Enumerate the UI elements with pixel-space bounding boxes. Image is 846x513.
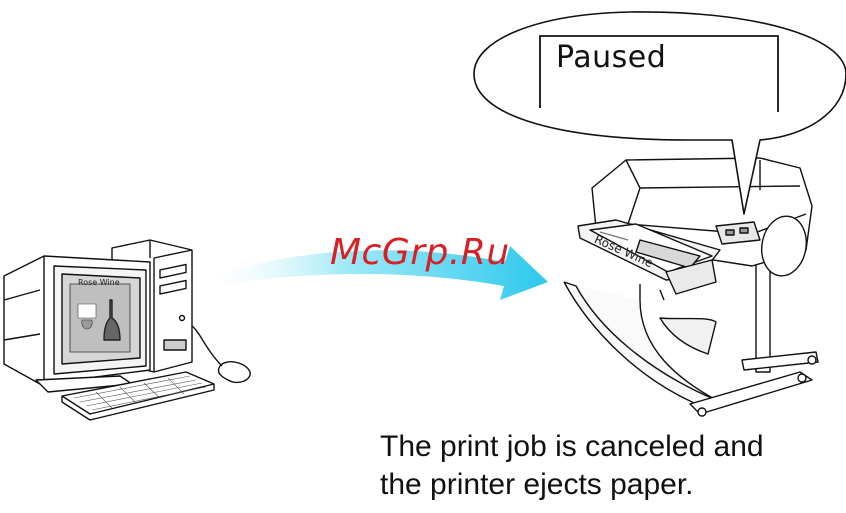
- pc-mouse: [218, 362, 250, 383]
- caption-line-1: The print job is canceled and: [380, 428, 840, 466]
- watermark: McGrp.Ru: [330, 232, 510, 273]
- printer-illustration: [564, 158, 818, 416]
- caption: The print job is canceled and the printe…: [380, 428, 840, 504]
- caption-line-2: the printer ejects paper.: [380, 466, 840, 504]
- status-text: Paused: [556, 40, 666, 75]
- printer-control-panel: [716, 222, 760, 244]
- computer-illustration: [4, 240, 250, 420]
- screen-document-label: Rose Wine: [78, 278, 120, 287]
